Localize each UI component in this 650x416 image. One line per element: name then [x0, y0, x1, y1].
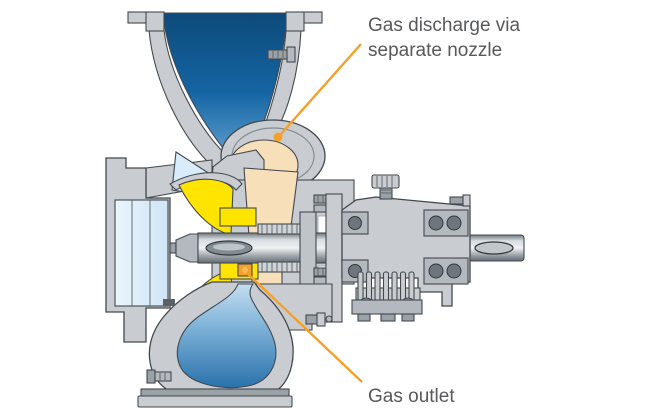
- volute-liquid: [176, 283, 277, 389]
- inlet-flange: [127, 11, 323, 32]
- label-gas-outlet: Gas outlet: [368, 386, 455, 407]
- annotations: Gas discharge via separate nozzle Gas ou…: [246, 15, 521, 407]
- ball-bearings: [341, 209, 469, 285]
- bearing-housing: [325, 174, 471, 323]
- label-gas-discharge-line1: Gas discharge via: [368, 15, 521, 36]
- cover-bolt: [449, 194, 471, 207]
- leader-dot: [273, 132, 283, 142]
- grease-plug: [371, 174, 400, 200]
- inlet-plug-screw: [267, 46, 296, 63]
- leader-gas-discharge: [280, 43, 362, 135]
- label-gas-discharge-line2: separate nozzle: [368, 40, 502, 61]
- seal-cover-flange: [351, 297, 423, 322]
- suction-chamber: [114, 199, 169, 307]
- seal-spring-top: [257, 223, 301, 235]
- vent-plug: [305, 312, 333, 327]
- impeller-nut: [175, 233, 199, 263]
- impeller-blade-top: [178, 178, 234, 236]
- drain-plug: [146, 369, 172, 384]
- keyway-right: [474, 241, 514, 255]
- pedestal: [137, 388, 293, 408]
- impeller-hub-top: [219, 207, 257, 227]
- seal-spring-bottom: [257, 261, 301, 273]
- volute-casing: [137, 281, 333, 408]
- leader-gas-outlet: [246, 272, 363, 383]
